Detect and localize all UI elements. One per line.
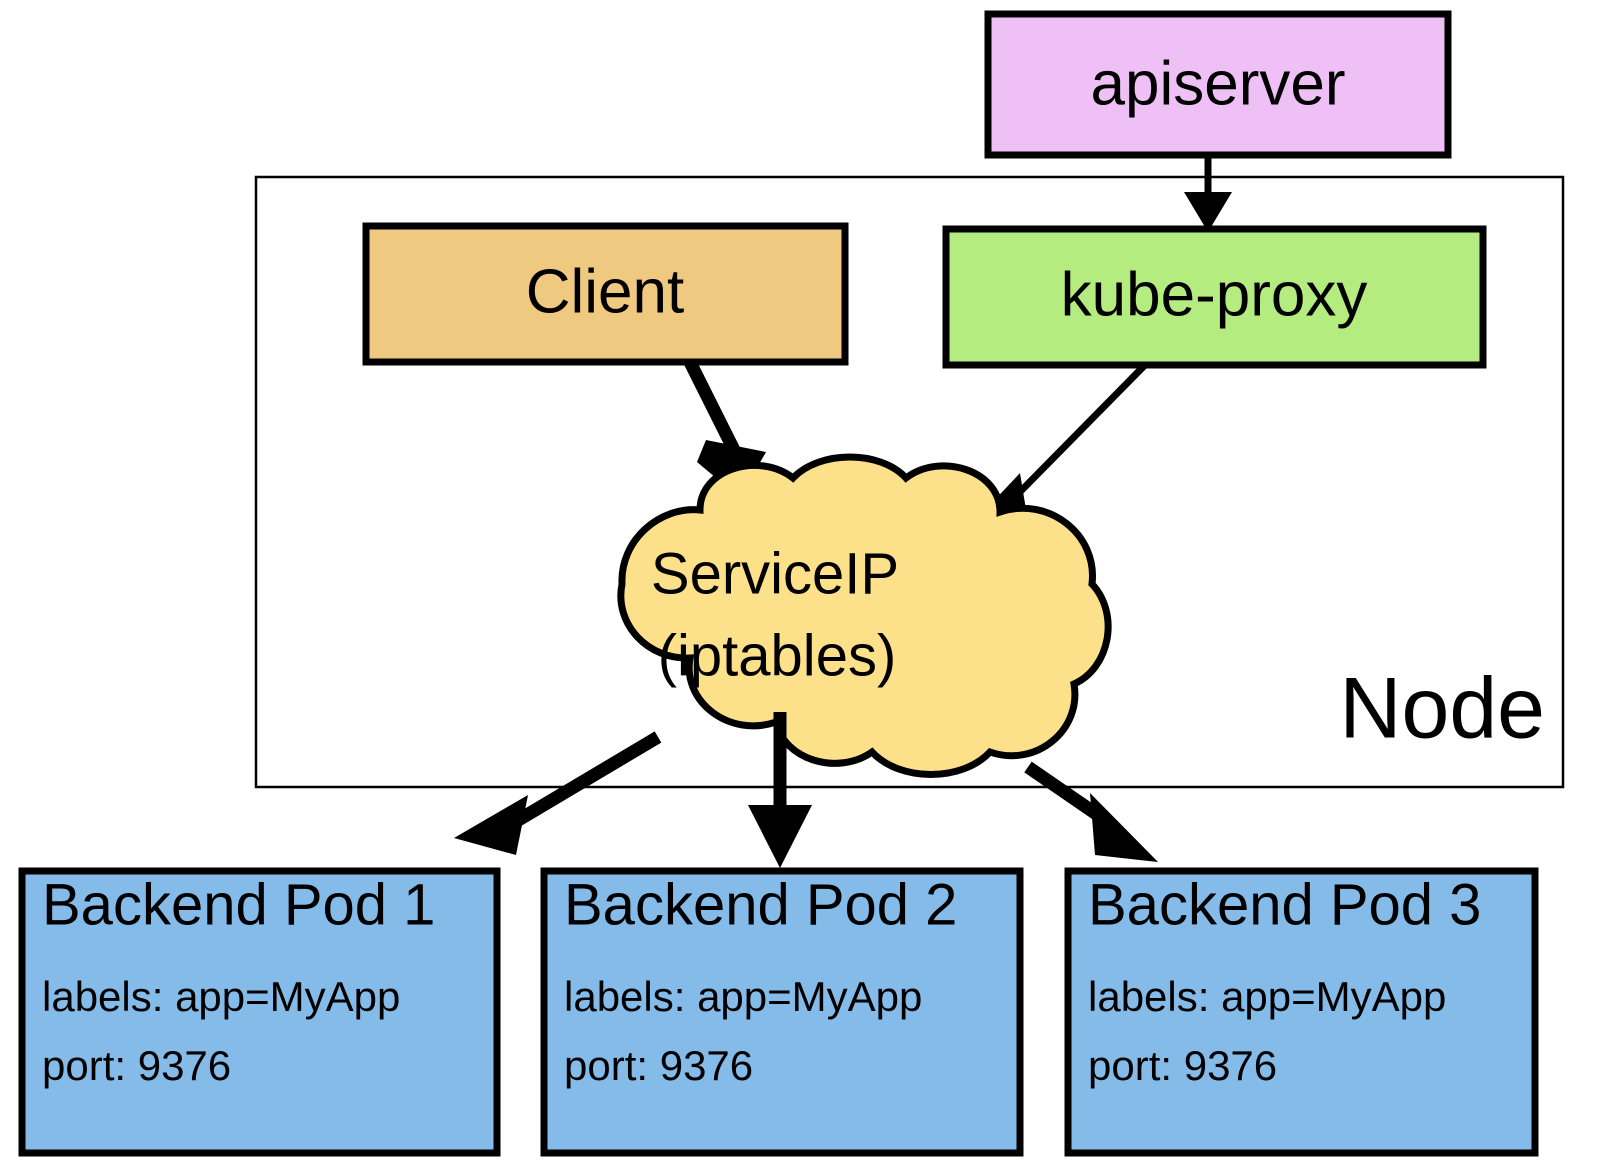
node-container-label: Node xyxy=(1339,661,1545,757)
backend-pod-3-title: Backend Pod 3 xyxy=(1088,872,1481,937)
kube-proxy-label: kube-proxy xyxy=(1061,260,1368,329)
backend-pod-1-labels: labels: app=MyApp xyxy=(42,973,400,1020)
backend-pod-2-labels: labels: app=MyApp xyxy=(564,973,922,1020)
backend-pod-3-box[interactable] xyxy=(1064,867,1539,1157)
backend-pod-1-port: port: 9376 xyxy=(42,1042,231,1089)
backend-pod-3[interactable]: Backend Pod 3 labels: app=MyApp port: 93… xyxy=(1064,867,1539,1157)
apiserver-box[interactable] xyxy=(984,10,1452,159)
backend-pod-2-box[interactable] xyxy=(540,867,1024,1157)
edge-serviceip-to-pod-1 xyxy=(454,731,662,855)
backend-pod-1[interactable]: Backend Pod 1 labels: app=MyApp port: 93… xyxy=(18,867,501,1157)
backend-pod-2[interactable]: Backend Pod 2 labels: app=MyApp port: 93… xyxy=(540,867,1024,1157)
node-container xyxy=(254,175,1565,789)
edge-serviceip-to-pod-2 xyxy=(748,712,812,868)
backend-pod-3-labels: labels: app=MyApp xyxy=(1088,973,1446,1020)
backend-pod-2-port: port: 9376 xyxy=(564,1042,753,1089)
client-box[interactable] xyxy=(362,222,849,366)
backend-pod-3-port: port: 9376 xyxy=(1088,1042,1277,1089)
serviceip-cloud[interactable]: ServiceIP (iptables) xyxy=(617,453,1112,778)
kube-proxy-box[interactable] xyxy=(942,225,1487,369)
edge-apiserver-to-kube-proxy xyxy=(1184,156,1232,232)
apiserver-label: apiserver xyxy=(1091,49,1346,118)
backend-pod-1-box[interactable] xyxy=(18,867,501,1157)
backend-pod-2-title: Backend Pod 2 xyxy=(564,872,957,937)
backend-pod-1-title: Backend Pod 1 xyxy=(42,872,435,937)
serviceip-label-line1: ServiceIP xyxy=(651,541,899,606)
client-label: Client xyxy=(526,257,685,326)
serviceip-label-line2: (iptables) xyxy=(658,623,897,688)
edge-serviceip-to-pod-3 xyxy=(1024,761,1158,862)
